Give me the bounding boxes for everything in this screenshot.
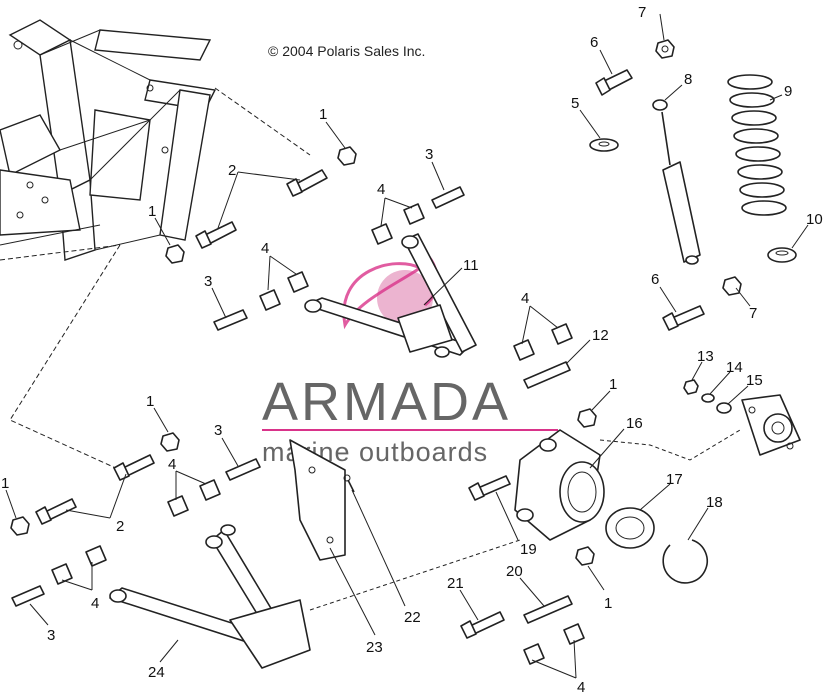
hub-bracket bbox=[741, 394, 801, 456]
pin-part-3-top bbox=[431, 186, 465, 209]
shock-absorber-part-8 bbox=[652, 99, 701, 265]
snap-ring-part-18 bbox=[662, 539, 708, 584]
callout-4-top: 4 bbox=[377, 181, 385, 198]
callout-6-top: 6 bbox=[590, 34, 598, 51]
nut-part-1-right bbox=[577, 408, 597, 428]
bolt-part-2-top bbox=[286, 169, 328, 197]
coil-spring-part-9 bbox=[727, 74, 787, 216]
bolt-part-6-top bbox=[595, 69, 633, 96]
nut-part-7-middle bbox=[722, 276, 742, 296]
bushing-part-4-lower-left bbox=[167, 479, 221, 517]
bearing-carrier-part-16 bbox=[514, 429, 605, 541]
watermark-logo-swoosh bbox=[342, 262, 423, 330]
callout-1-top: 1 bbox=[319, 106, 327, 123]
callout-8: 8 bbox=[684, 71, 692, 88]
callout-2-lower: 2 bbox=[116, 518, 124, 535]
nut-part-1-top bbox=[337, 146, 357, 166]
pin-part-12 bbox=[523, 361, 571, 389]
bolt-part-2-left bbox=[195, 221, 237, 249]
callout-1-right: 1 bbox=[609, 376, 617, 393]
skid-plate-part-23 bbox=[289, 439, 346, 561]
callout-14: 14 bbox=[726, 359, 743, 376]
bushing-part-4-middle bbox=[513, 323, 573, 361]
nut-part-1-left bbox=[165, 244, 185, 264]
callout-4-middle: 4 bbox=[521, 290, 529, 307]
callout-22: 22 bbox=[404, 609, 421, 626]
washer-part-14 bbox=[701, 393, 715, 403]
bolt-part-2-lower bbox=[35, 454, 155, 525]
callout-3-lower-left: 3 bbox=[214, 422, 222, 439]
callout-3-left: 3 bbox=[204, 273, 212, 290]
washer-part-5 bbox=[589, 138, 619, 152]
callout-1-lower: 1 bbox=[604, 595, 612, 612]
callout-5: 5 bbox=[571, 95, 579, 112]
frame-leaders bbox=[0, 87, 311, 471]
nut-part-7-top bbox=[655, 39, 675, 59]
nut-part-1-lower bbox=[575, 546, 595, 566]
bolt-part-19 bbox=[468, 475, 511, 501]
bolt-part-21 bbox=[460, 611, 505, 639]
callout-12: 12 bbox=[592, 327, 609, 344]
spring-retainer-part-10 bbox=[767, 247, 797, 263]
callout-15: 15 bbox=[746, 372, 763, 389]
watermark: ARMADA marine outboards bbox=[262, 243, 558, 467]
callout-7-top: 7 bbox=[638, 4, 646, 21]
bushing-part-4-top bbox=[371, 203, 425, 245]
callout-2-top: 2 bbox=[228, 162, 236, 179]
nut-part-1-far-left bbox=[10, 516, 30, 536]
callout-13: 13 bbox=[697, 348, 714, 365]
nut-part-13 bbox=[683, 379, 699, 395]
bushing-part-4-bottom bbox=[523, 623, 585, 665]
callout-1-far-left: 1 bbox=[1, 475, 9, 492]
callout-17: 17 bbox=[666, 471, 683, 488]
leader-lines bbox=[5, 13, 809, 679]
callout-1-left: 1 bbox=[148, 203, 156, 220]
bushing-part-4-left bbox=[259, 271, 309, 311]
pin-part-20 bbox=[523, 595, 573, 624]
nut-part-1-lower-left bbox=[160, 432, 180, 452]
callout-9: 9 bbox=[784, 83, 792, 100]
callout-7-middle: 7 bbox=[749, 305, 757, 322]
callout-10: 10 bbox=[806, 211, 823, 228]
pin-part-3-far-left bbox=[11, 585, 45, 607]
callout-1-lower-left: 1 bbox=[146, 393, 154, 410]
callout-4-lower-left: 4 bbox=[168, 456, 176, 473]
watermark-title: ARMADA bbox=[262, 372, 511, 432]
vehicle-frame bbox=[0, 19, 217, 261]
upper-a-arm-part-11 bbox=[304, 233, 477, 358]
callout-19: 19 bbox=[520, 541, 537, 558]
callout-3-far-left: 3 bbox=[47, 627, 55, 644]
copyright-notice: © 2004 Polaris Sales Inc. bbox=[268, 43, 425, 59]
callout-4-bottom: 4 bbox=[577, 679, 585, 692]
bushing-part-4-far-left bbox=[51, 545, 107, 585]
callout-23: 23 bbox=[366, 639, 383, 656]
washer-part-15 bbox=[716, 402, 732, 414]
pin-part-3-lower-left bbox=[225, 458, 261, 481]
pin-part-3-left bbox=[213, 309, 248, 331]
callout-21: 21 bbox=[447, 575, 464, 592]
callout-labels: 7 6 8 5 9 1 3 2 4 1 10 4 11 3 6 7 4 12 1… bbox=[1, 4, 823, 692]
bolt-part-6-middle bbox=[662, 305, 705, 331]
callout-4-far-left: 4 bbox=[91, 595, 99, 612]
callout-11: 11 bbox=[463, 257, 479, 274]
callout-16: 16 bbox=[626, 415, 643, 432]
callout-18: 18 bbox=[706, 494, 723, 511]
callout-24: 24 bbox=[148, 664, 165, 681]
callout-4-left: 4 bbox=[261, 240, 269, 257]
callout-20: 20 bbox=[506, 563, 523, 580]
callout-6-middle: 6 bbox=[651, 271, 659, 288]
callout-3-top: 3 bbox=[425, 146, 433, 163]
lower-a-arm-part-24 bbox=[109, 524, 311, 669]
bolt-part-22 bbox=[343, 474, 355, 493]
bearing-part-17 bbox=[605, 507, 655, 549]
